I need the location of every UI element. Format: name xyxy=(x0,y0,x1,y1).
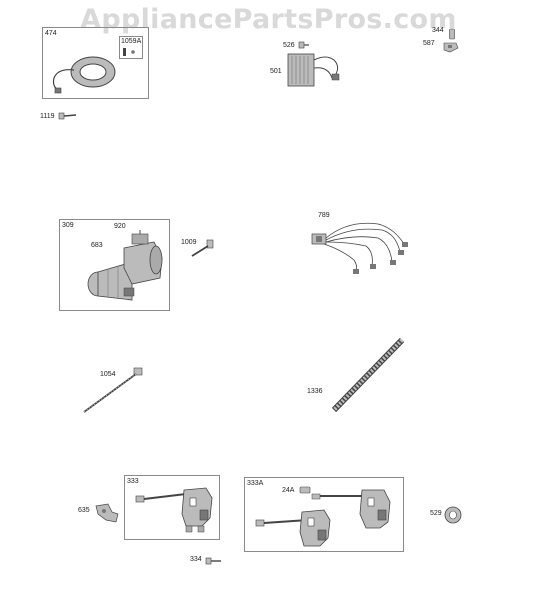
bolt-1009-part[interactable] xyxy=(188,238,216,260)
callout-1336: 1336 xyxy=(307,388,323,395)
conduit-1336-part[interactable] xyxy=(328,336,408,416)
group-box-333: 333 xyxy=(124,475,220,540)
callout-529: 529 xyxy=(430,510,442,517)
wire-harness-789-part[interactable] xyxy=(308,216,414,276)
grommet-529-part[interactable] xyxy=(443,505,463,525)
fastener-344-part[interactable] xyxy=(448,28,456,40)
stator-coil-part[interactable] xyxy=(48,50,118,95)
group-label-333a: 333A xyxy=(247,480,264,487)
callout-334: 334 xyxy=(190,556,202,563)
callout-587: 587 xyxy=(423,40,435,47)
starter-motor-part[interactable] xyxy=(80,228,172,308)
callout-526: 526 xyxy=(283,42,295,49)
group-box-474: 474 xyxy=(42,27,149,99)
callout-1054: 1054 xyxy=(100,371,116,378)
callout-683: 683 xyxy=(91,242,103,249)
screw-1119-part[interactable] xyxy=(58,110,78,122)
callout-24a: 24A xyxy=(282,487,295,494)
clip-587-part[interactable] xyxy=(442,40,460,54)
group-box-309: 309 xyxy=(59,219,170,311)
diode-part[interactable] xyxy=(121,47,141,57)
spark-plug-boot-635-part[interactable] xyxy=(94,502,122,524)
watermark-text: AppliancePartsPros.com xyxy=(80,4,457,35)
group-label-1059a: 1059A xyxy=(121,38,142,45)
callout-635: 635 xyxy=(78,507,90,514)
group-label-474: 474 xyxy=(45,30,57,37)
callout-1009: 1009 xyxy=(181,239,197,246)
bolt-526-part[interactable] xyxy=(298,40,310,50)
regulator-501-part[interactable] xyxy=(286,48,344,90)
group-label-309: 309 xyxy=(62,222,74,229)
callout-1119: 1119 xyxy=(40,113,55,120)
group-box-333a: 333A xyxy=(244,477,404,552)
callout-501: 501 xyxy=(270,68,282,75)
group-label-333: 333 xyxy=(127,478,139,485)
callout-920: 920 xyxy=(114,223,126,230)
cable-tie-1054-part[interactable] xyxy=(80,366,150,416)
ignition-coil-333-part[interactable] xyxy=(128,484,218,536)
group-box-1059a: 1059A xyxy=(119,36,143,59)
screw-334-part[interactable] xyxy=(205,555,223,567)
ignition-coil-333a-part[interactable] xyxy=(250,486,400,550)
callout-344: 344 xyxy=(432,27,444,34)
callout-789: 789 xyxy=(318,212,330,219)
clip-24a-part[interactable] xyxy=(298,485,314,495)
